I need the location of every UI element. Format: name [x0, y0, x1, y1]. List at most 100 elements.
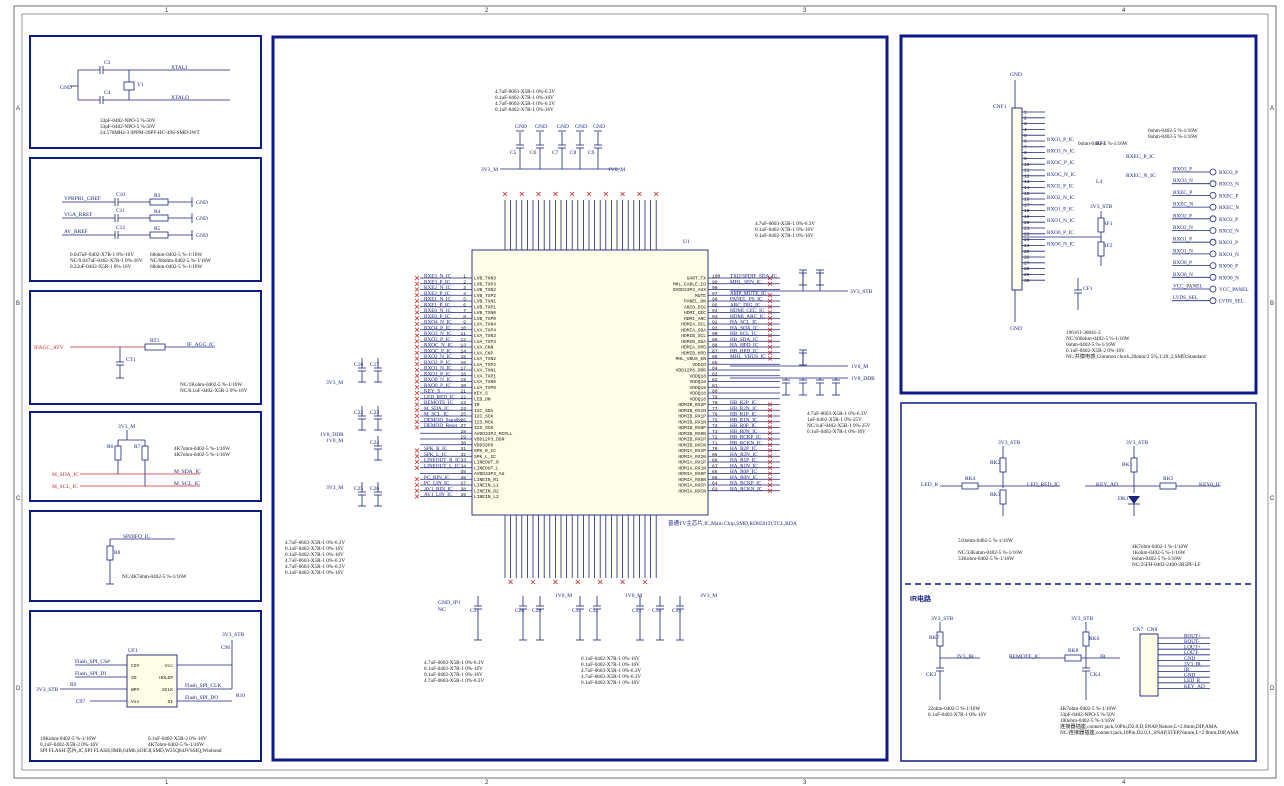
soc-right-pin: OVDD33P3_AUX	[673, 287, 706, 293]
soc-right-pin-num: 94	[712, 308, 718, 314]
ir-note-left-2: 0.1uF-0402-X7R-1 0%-16V	[928, 712, 987, 718]
flash-pin-right: SCLK	[162, 687, 173, 693]
lvds-inner-net: RXOC_N_IC	[1047, 172, 1076, 178]
vga-gnd: GND	[196, 200, 208, 206]
soc-left-pin-num: 19	[460, 377, 466, 383]
vga-note-left-1: 0.047uF-0402-X7R-1 0%-16V	[70, 252, 134, 258]
soc-left-pin-num: 37	[460, 481, 466, 487]
soc-right-net: HA_R1P_IC	[730, 458, 757, 464]
lvds-pin-num: 21	[1024, 226, 1030, 232]
soc-left-net: RXE0_P_IC	[424, 314, 451, 320]
soc-left-note-5: 4.7uF-0603-X5R-1 0%-6.3V	[285, 564, 345, 570]
vga-ref-block	[29, 157, 262, 282]
soc-right-pin-num: 72	[712, 435, 718, 441]
ir-conn-net: 3V3_IR	[1184, 661, 1201, 667]
soc-left-cap-ref: C23	[370, 410, 379, 416]
soc-right-net: MHL_SEN_IC	[730, 279, 762, 285]
net-if-agc-ic: IF_AGC_IC	[187, 342, 215, 348]
key-note-2: 1Kohm-0402-5 %-1/16W	[1132, 550, 1186, 556]
flash-chip	[126, 654, 178, 708]
soc-left-net: RXE1_N_IC	[424, 297, 452, 303]
vga-cap-ref: C10	[116, 192, 125, 198]
flash-note-2: 0.1uF-0402-X5R-2 0%-16V	[40, 742, 99, 748]
ir-note-right-1: 4K7ohm-0402-5 %-1/16W	[1060, 706, 1116, 712]
lvds-out-net: VCC_PANEL	[1173, 284, 1203, 290]
agc-res-ref: RT1	[150, 338, 160, 344]
lvds-connector-block	[899, 34, 1258, 395]
soc-left-pin: KEY_S	[474, 391, 488, 397]
net-m-scl-left: M_SCL_IC	[52, 484, 78, 490]
i2c-rail: 3V3_M	[118, 424, 135, 430]
vga-note-right-1: 68ohm-0402-5 %-1/16W	[150, 252, 202, 258]
soc-left-pin: LVA_TXN2	[474, 356, 496, 362]
net-m-sda-right: M_SDA_IC	[174, 469, 201, 475]
soc-chip	[471, 249, 709, 516]
soc-left-net: RXE3_N_IC	[424, 274, 452, 280]
soc-left-pin: LVB_TXP0	[474, 316, 496, 322]
key-rail: 3V3_STB	[1126, 440, 1149, 446]
lvds-out-port: RXO2_N	[1219, 229, 1239, 235]
soc-right-net: HB_R1P_IC	[730, 412, 757, 418]
soc-top-cap-ref: C7	[552, 150, 559, 156]
soc-right-pin-num: 68	[712, 458, 718, 464]
net-flash-cs: Flash_SPI_CS#	[75, 659, 110, 665]
soc-left-pin-num: 10	[460, 325, 466, 331]
soc-left-pin: LVB_TXP1	[474, 304, 496, 310]
soc-gnd-jp: GND_JP1	[438, 600, 461, 606]
soc-right-pin: UART_TX	[687, 276, 707, 282]
soc-left-pin-num: 7	[463, 308, 466, 314]
soc-left-net: AV1_RIN_IC	[424, 486, 453, 492]
soc-right-pin: HDMIB_SCL	[681, 333, 706, 339]
soc-top-cap-ref: C9	[588, 150, 595, 156]
soc-bottom-note2-3: 4.7uF-0603-X5R-1 0%-6.3V	[581, 668, 641, 674]
soc-right-pin-num: 81	[712, 383, 718, 389]
soc-left-pin: VDD33P6	[474, 442, 494, 448]
soc-left-pin-num: 18	[460, 371, 466, 377]
soc-left-net: RXO3_N_IC	[424, 331, 452, 337]
net-led-red-ic: LED_RED_IC	[1027, 482, 1060, 488]
soc-left-net: RXO0_N_IC	[424, 377, 452, 383]
lvds-pin-num: 15	[1024, 191, 1030, 197]
lvds-out-net: RXO2_N	[1173, 225, 1193, 231]
soc-left-pin: LVA_TXN4	[474, 322, 496, 328]
ir-conn-net: ROUT-	[1184, 639, 1200, 645]
lvds-pin-num: 20	[1024, 220, 1030, 226]
ir-conn-net: IR	[1184, 667, 1190, 673]
soc-circuit: U1 普通TV主芯片,IC,Main Chip,SMD,RD8501D,TCL,…	[285, 89, 875, 686]
soc-right-pin: ARCO_DIG	[684, 304, 706, 310]
lvds-rf3: RF3	[1096, 141, 1106, 147]
soc-bottom-cap-ref: C31	[572, 608, 581, 614]
crystal-circuit: C3 C4 Y1 XTALI XTALO GND 33pF-0402-NPO-5…	[60, 60, 230, 136]
soc-left-net: RXE2_P_IC	[424, 291, 451, 297]
lvds-out-net: RXO2_P	[1173, 213, 1192, 219]
flash-pin-left: Vss	[131, 699, 140, 705]
soc-left-note-1: 4.7uF-0603-X5R-1 0%-6.3V	[285, 540, 345, 546]
soc-left-pin: I2S_MCK	[474, 419, 494, 425]
soc-top-note-2: 0.1uF-0402-X7R-1 0%-16V	[495, 95, 554, 101]
soc-left-net: KEY_S	[424, 389, 440, 395]
soc-left-pin: AVDD33P3_AU	[474, 471, 505, 477]
soc-right-net: HA_HPD_IC	[730, 343, 759, 349]
soc-left-pin-num: 9	[463, 320, 466, 326]
soc-top-cap-ref: C8	[570, 150, 577, 156]
spdif-note: NC/4K7ohm-0402-5 %-1/16W	[122, 574, 187, 580]
soc-bottom-cap-ref: C32	[589, 608, 598, 614]
lvds-out-port: VCC_PANEL	[1219, 287, 1249, 293]
soc-right-net: HB_SCL_IC	[730, 331, 758, 337]
soc-right-pin-num: 85	[712, 360, 718, 366]
soc-left-pin: LVA_TXP2	[474, 362, 496, 368]
ir-conn-net: KEY_AD	[1184, 684, 1205, 690]
ir-rk7: RK7	[929, 635, 940, 641]
ir-rk6: RK6	[1089, 636, 1100, 642]
flash-pin-left: WP#	[131, 687, 140, 693]
crystal-note-3: 24.576MHz-3 0PPM-20PF-HC-49S-SMD-JWT	[100, 130, 201, 136]
soc-right-pin: HDMIB_HPD	[681, 350, 706, 356]
crystal-gnd: GND	[60, 85, 72, 91]
net-xtalo: XTALO	[171, 95, 189, 101]
soc-right-pin-num: 70	[712, 446, 718, 452]
soc-right-net: PANEL_PS_IC	[730, 297, 763, 303]
vga-net: YPBPR1_GREF	[64, 196, 101, 202]
lvds-note-2: NC/100ohm-0402-5 %-1/16W	[1066, 336, 1130, 342]
lvds-out-port: RXO0_P	[1219, 264, 1238, 270]
soc-right-pin-num: 100	[712, 274, 721, 280]
